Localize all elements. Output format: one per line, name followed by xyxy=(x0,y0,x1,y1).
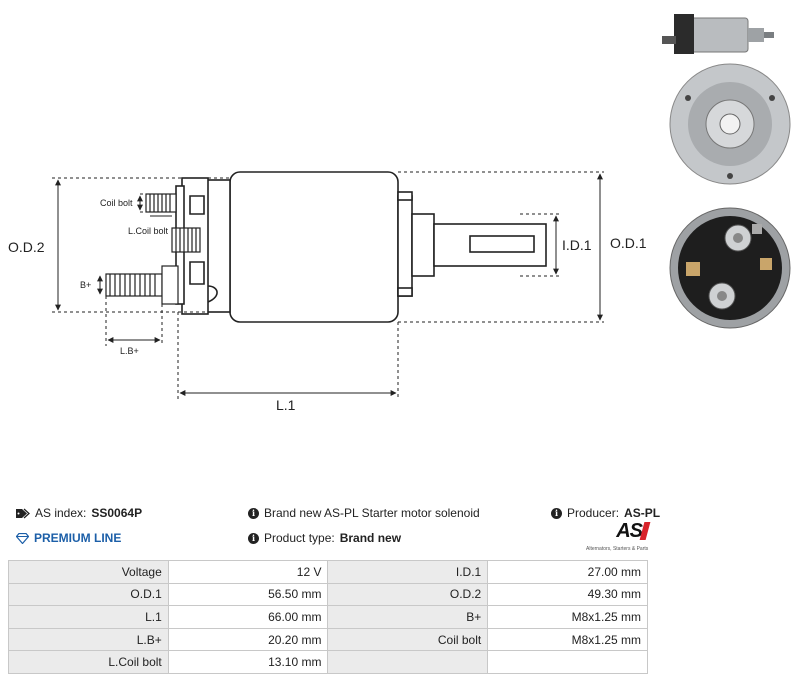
table-row: L.Coil bolt 13.10 mm xyxy=(8,650,648,674)
producer-value: AS-PL xyxy=(624,506,661,520)
product-photos xyxy=(662,14,791,329)
table-row: Voltage 12 V I.D.1 27.00 mm xyxy=(8,560,648,584)
b-plus-bolt-drawing xyxy=(105,265,179,305)
id1-label: I.D.1 xyxy=(562,237,592,253)
description: i Brand new AS-PL Starter motor solenoid xyxy=(248,506,480,520)
as-index: AS index: SS0064P xyxy=(16,506,142,520)
table-row: L.B+ 20.20 mm Coil bolt M8x1.25 mm xyxy=(8,627,648,652)
side-view-photo xyxy=(662,14,774,54)
product-type: i Product type: Brand new xyxy=(248,531,401,545)
spec-value: 27.00 mm xyxy=(487,560,648,584)
spec-value: 66.00 mm xyxy=(167,605,329,629)
premium-line-label: PREMIUM LINE xyxy=(34,531,122,545)
table-row: O.D.1 56.50 mm O.D.2 49.30 mm xyxy=(8,582,648,607)
l-coil-bolt-label: L.Coil bolt xyxy=(128,226,169,236)
l-b-plus-label: L.B+ xyxy=(120,346,139,356)
spec-label xyxy=(327,650,489,674)
info-icon: i xyxy=(248,532,259,544)
spec-value: 20.20 mm xyxy=(167,627,329,652)
logo-tagline: Alternators, Starters & Parts xyxy=(586,546,649,552)
spec-value: M8x1.25 mm xyxy=(487,605,648,629)
spec-label: B+ xyxy=(327,605,489,629)
technical-drawing: O.D.2 O.D.1 I.D.1 L.1 Coil bolt L.Coil b… xyxy=(8,171,647,413)
front-view-photo xyxy=(669,63,791,185)
od1-label: O.D.1 xyxy=(610,235,647,251)
specs-table: Voltage 12 V I.D.1 27.00 mm O.D.1 56.50 … xyxy=(8,560,648,674)
spec-label: L.B+ xyxy=(8,627,169,652)
as-index-value: SS0064P xyxy=(91,506,143,520)
as-pl-logo: AS Alternators, Starters & Parts xyxy=(586,520,651,552)
product-type-label: Product type: xyxy=(264,531,335,545)
solenoid-outline xyxy=(175,171,547,323)
b-plus-label: B+ xyxy=(80,280,91,290)
od2-label: O.D.2 xyxy=(8,239,45,255)
spec-value: 56.50 mm xyxy=(167,582,329,607)
spec-label: L.1 xyxy=(8,605,169,629)
logo-text: AS xyxy=(616,520,643,542)
producer-label: Producer: xyxy=(567,506,620,520)
tag-icon xyxy=(16,508,30,518)
as-index-label: AS index: xyxy=(35,506,87,520)
premium-line: PREMIUM LINE xyxy=(16,531,121,545)
table-row: L.1 66.00 mm B+ M8x1.25 mm xyxy=(8,605,648,629)
spec-label: O.D.1 xyxy=(8,582,169,607)
spec-label: Coil bolt xyxy=(327,627,489,652)
description-text: Brand new AS-PL Starter motor solenoid xyxy=(264,506,480,520)
spec-label: O.D.2 xyxy=(327,582,489,607)
producer: i Producer: AS-PL xyxy=(551,506,660,520)
spec-value: M8x1.25 mm xyxy=(487,627,648,652)
coil-bolt-label: Coil bolt xyxy=(100,198,133,208)
spec-value xyxy=(487,650,648,674)
spec-value: 13.10 mm xyxy=(167,650,329,674)
product-type-value: Brand new xyxy=(339,531,402,545)
spec-value: 49.30 mm xyxy=(487,582,648,607)
spec-label: L.Coil bolt xyxy=(8,650,169,674)
info-icon: i xyxy=(248,507,259,519)
info-section: AS index: SS0064P PREMIUM LINE i Brand n… xyxy=(0,500,800,560)
info-icon: i xyxy=(551,507,562,519)
rear-view-photo xyxy=(669,207,791,329)
diamond-icon xyxy=(16,532,29,544)
l1-label: L.1 xyxy=(276,397,296,413)
spec-value: 12 V xyxy=(167,560,329,584)
spec-label: Voltage xyxy=(8,560,169,584)
spec-label: I.D.1 xyxy=(327,560,489,584)
coil-bolt-drawing xyxy=(145,193,201,253)
